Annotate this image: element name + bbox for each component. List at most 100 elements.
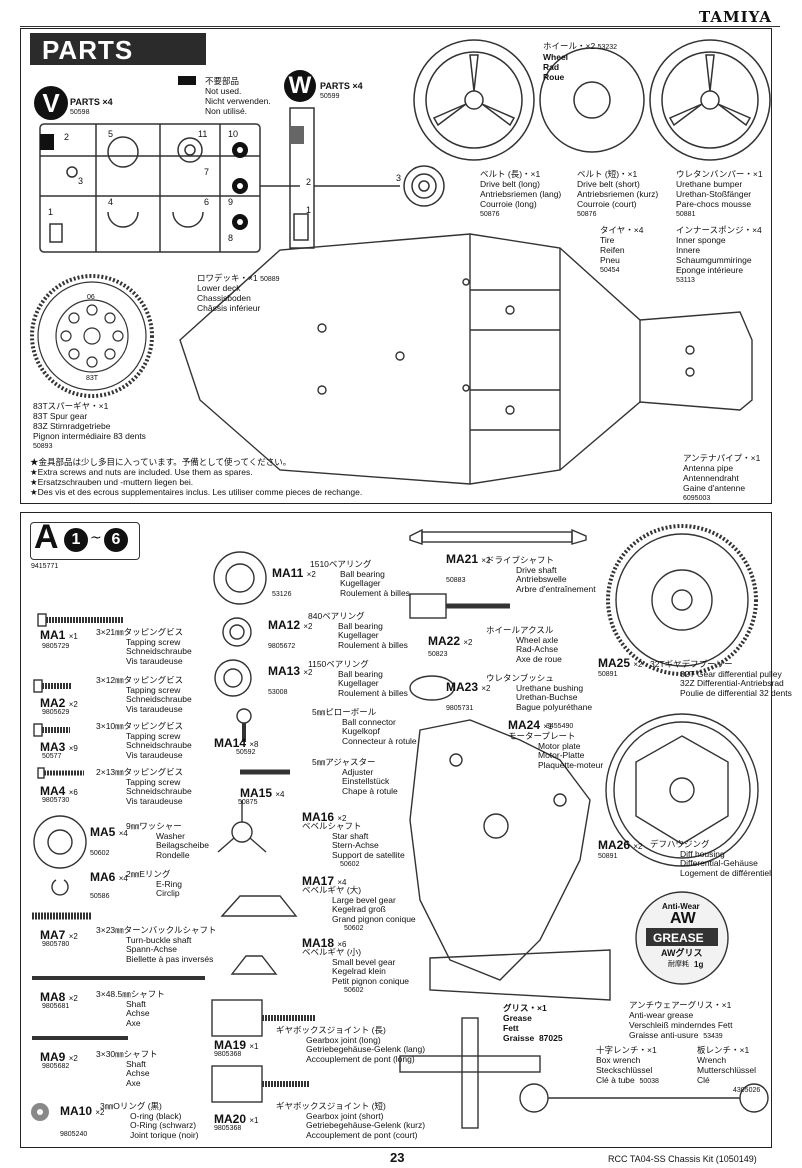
antenna-fr: Gaine d'antenne (683, 483, 746, 493)
ma14-desc-0: 5㎜ピローボール (312, 707, 377, 717)
belt-short-code: 50876 (577, 211, 597, 218)
not-used-de: Nicht verwenden. (205, 96, 271, 106)
ma24-desc-1: Motor plate (538, 740, 581, 751)
ma12-marker: MA12 ×2 (268, 618, 312, 632)
sponge-fr: Eponge intérieure (676, 265, 744, 275)
ma19-desc-3: Accouplement de pont (long) (306, 1053, 415, 1064)
ma26-id: MA26 (598, 838, 631, 852)
ma11-desc-1: Ball bearing (340, 568, 385, 579)
tree-v-num-5: 5 (108, 129, 114, 139)
tree-v-num-4: 4 (108, 197, 114, 207)
ma3-desc-0: 3×10㎜タッピングビス (96, 721, 184, 731)
tree-v-num-10: 10 (228, 129, 239, 139)
grease-can-weight: 1g (694, 960, 704, 969)
belt-long-ja: ベルト (長)・×1 (480, 169, 541, 179)
ma17-desc-2: Kegelrad groß (332, 904, 386, 915)
not-used-ja: 不要部品 (205, 76, 240, 86)
ma10-qty: ×2 (95, 1108, 105, 1117)
ma23-id: MA23 (446, 680, 479, 694)
tree-v-num-8: 8 (228, 233, 234, 243)
ma22-code: 50823 (428, 651, 448, 658)
ma25-qty: ×2 (633, 660, 643, 669)
tree-w-num-2: 2 (306, 177, 312, 187)
ma3-marker: MA3 ×9 (40, 740, 78, 754)
ma7-desc-2: Spann-Achse (126, 944, 178, 955)
ma22-marker: MA22 ×2 (428, 634, 472, 648)
ma12-desc-0: 840ベアリング (308, 611, 365, 621)
ma18-desc-3: Petit pignon conique (332, 975, 410, 986)
ma4-marker: MA4 ×6 (40, 784, 78, 798)
sponge-en: Inner sponge (676, 235, 726, 245)
ma3-id: MA3 (40, 740, 66, 754)
wrench-de: Mutterschlüssel (697, 1065, 757, 1075)
ma21-qty: ×2 (481, 556, 491, 565)
ma10-id: MA10 (60, 1104, 93, 1118)
ma16-id: MA16 (302, 810, 335, 824)
ma24-qty: ×1 (543, 722, 553, 731)
ma17-qty: ×4 (337, 878, 347, 887)
ma5-desc-1: Washer (156, 830, 185, 841)
ma12-desc-2: Kugellager (338, 630, 379, 641)
ma12-qty: ×2 (303, 622, 313, 631)
ma9-code: 9805682 (42, 1063, 70, 1070)
ma9-desc-3: Axe (126, 1077, 141, 1088)
sponge-code: 53113 (676, 277, 695, 284)
ma22-qty: ×2 (463, 638, 473, 647)
ma14-desc-1: Ball connector (342, 716, 396, 727)
ma23-code: 9805731 (446, 705, 474, 712)
wrench-code: 4305026 (733, 1087, 761, 1094)
ma13-desc-3: Roulement à billes (338, 687, 408, 698)
ma20-qty: ×1 (249, 1116, 259, 1125)
ma5-id: MA5 (90, 825, 116, 839)
tire-code: 50454 (600, 267, 620, 274)
ma16-code: 50602 (340, 861, 360, 868)
belt-long-fr: Courroie (long) (480, 199, 537, 209)
ma10-marker: MA10 ×2 (60, 1104, 104, 1118)
ma4-qty: ×6 (68, 788, 78, 797)
tree-v-drawing (39, 123, 300, 253)
ma15-qty: ×4 (275, 790, 285, 799)
tree-w-code: 50599 (320, 93, 340, 100)
ma10-code: 9805240 (60, 1131, 88, 1138)
ma26-desc-1: Diff housing (680, 848, 725, 859)
page-number: 23 (390, 1150, 405, 1165)
belt-long-de: Antriebsriemen (lang) (480, 189, 562, 199)
sponge-de: Innere (676, 245, 701, 255)
ma7-marker: MA7 ×2 (40, 928, 78, 942)
spur-ja: 83Tスパーギヤ・×1 (33, 401, 109, 411)
ma7-code: 9805780 (42, 941, 70, 948)
ma19-id: MA19 (214, 1038, 247, 1052)
ma15-desc-3: Chape à rotule (342, 785, 398, 796)
ma4-desc-1: Tapping screw (126, 776, 181, 787)
ma25-id: MA25 (598, 656, 631, 670)
wrench-ja: 板レンチ・×1 (697, 1045, 750, 1055)
ma14-qty: ×8 (249, 740, 259, 749)
ma18-qty: ×6 (337, 940, 347, 949)
lower-deck-ja: ロワデッキ・×1 50889 (197, 273, 280, 283)
spur-fr: Pignon intermédiaire 83 dents (33, 431, 146, 441)
wrench-en: Wrench (697, 1055, 727, 1065)
grease-can-antiwear: Anti-Wear (662, 902, 700, 911)
antenna-en: Antenna pipe (683, 463, 734, 473)
aw-grease-code: 53439 (703, 1033, 723, 1040)
ma19-desc-2: Getriebegehäuse-Gelenk (lang) (306, 1044, 426, 1055)
ma18-marker: MA18 ×6 (302, 936, 346, 950)
ma3-desc-2: Schneidschraube (126, 740, 192, 751)
ma13-desc-1: Ball bearing (338, 668, 383, 679)
ma25-desc-2: 32Z Differential-Antriebsrad (680, 678, 784, 689)
tire-ja: タイヤ・×4 (600, 225, 644, 235)
ma12-desc-3: Roulement à billes (338, 639, 408, 650)
ma1-desc-0: 3×21㎜タッピングビス (96, 627, 184, 637)
tire-de: Reifen (600, 245, 625, 255)
wheel-de: Rad (543, 62, 560, 72)
ma22-desc-3: Axe de roue (516, 653, 562, 664)
bumper-en: Urethane bumper (676, 179, 743, 189)
lower-deck-de: Chassisboden (197, 293, 251, 303)
ma2-desc-0: 3×12㎜タッピングビス (96, 675, 184, 685)
wheel-fr: Roue (543, 72, 565, 82)
header-rule (20, 26, 780, 27)
tree-v-num-2: 2 (64, 132, 70, 142)
ma11-id: MA11 (272, 566, 304, 580)
ma26-desc-2: Differential-Gehäuse (680, 858, 758, 869)
